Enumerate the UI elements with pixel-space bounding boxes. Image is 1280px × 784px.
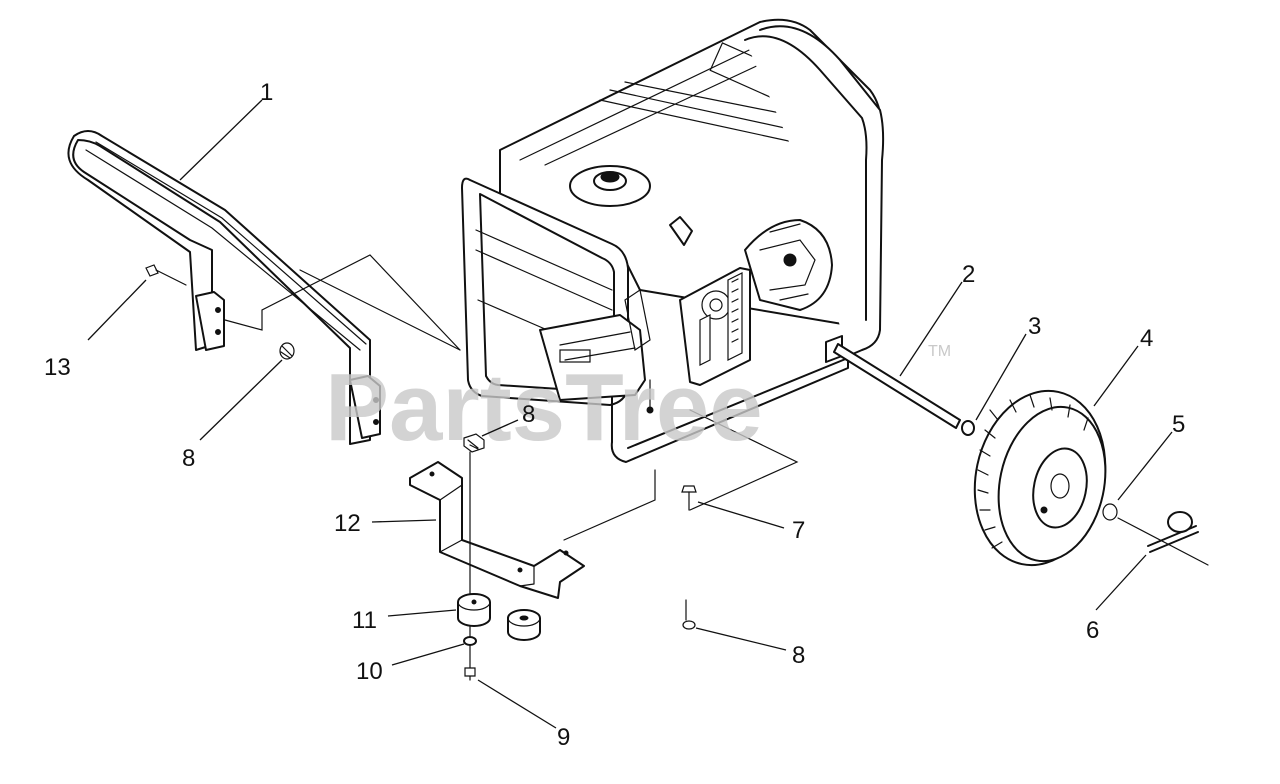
callout-label: 3 — [1028, 313, 1041, 340]
callout-3: 3 — [975, 313, 1041, 421]
callout-4: 4 — [1093, 325, 1153, 407]
callout-12: 12 — [334, 510, 437, 537]
callout-7: 7 — [697, 501, 805, 544]
watermark-trademark: TM — [928, 343, 951, 360]
callout-1: 1 — [179, 79, 273, 181]
callout-label: 1 — [260, 79, 273, 106]
callout-label: 7 — [792, 517, 805, 544]
callout-label: 8 — [522, 401, 535, 428]
callout-label: 12 — [334, 510, 361, 537]
callout-13: 13 — [44, 279, 147, 381]
callout-label: 13 — [44, 354, 71, 381]
callout-label: 10 — [356, 658, 383, 685]
callout-label: 4 — [1140, 325, 1153, 352]
washer-part-5 — [1102, 503, 1118, 521]
callout-label: 5 — [1172, 411, 1185, 438]
rubber-mount-second — [507, 609, 541, 641]
callout-10: 10 — [356, 643, 465, 685]
nut-part-8-bottom — [682, 599, 696, 630]
rubber-mount-part-11 — [457, 593, 491, 627]
callout-2: 2 — [899, 261, 975, 377]
callout-label: 6 — [1086, 617, 1099, 644]
bolt-part-9 — [464, 667, 476, 677]
callout-label: 2 — [962, 261, 975, 288]
bolt-part-13 — [145, 264, 187, 286]
callout-label: 11 — [352, 607, 377, 634]
wheel-part-4 — [973, 389, 1107, 567]
callout-8-top: 8 — [481, 401, 535, 437]
callout-label: 8 — [182, 445, 195, 472]
pin-part-6 — [1117, 511, 1209, 566]
axle-part-2 — [833, 343, 961, 429]
callout-8-left: 8 — [182, 359, 283, 472]
callout-9: 9 — [477, 679, 570, 751]
callout-8-bottom: 8 — [695, 627, 805, 669]
callout-6: 6 — [1086, 554, 1147, 644]
callout-11: 11 — [352, 607, 457, 634]
bolt-part-7 — [681, 485, 697, 511]
bracket-part-12 — [409, 461, 585, 599]
nut-part-8-left — [279, 342, 295, 360]
spacer-part-3 — [961, 420, 975, 436]
generator-assembly — [461, 18, 885, 541]
watermark-logo-text: PartsTree — [325, 354, 763, 461]
callout-label: 8 — [792, 642, 805, 669]
callout-5: 5 — [1117, 411, 1185, 501]
callout-label: 9 — [557, 724, 570, 751]
washer-part-10 — [463, 636, 477, 646]
handle-part-1 — [67, 130, 461, 445]
